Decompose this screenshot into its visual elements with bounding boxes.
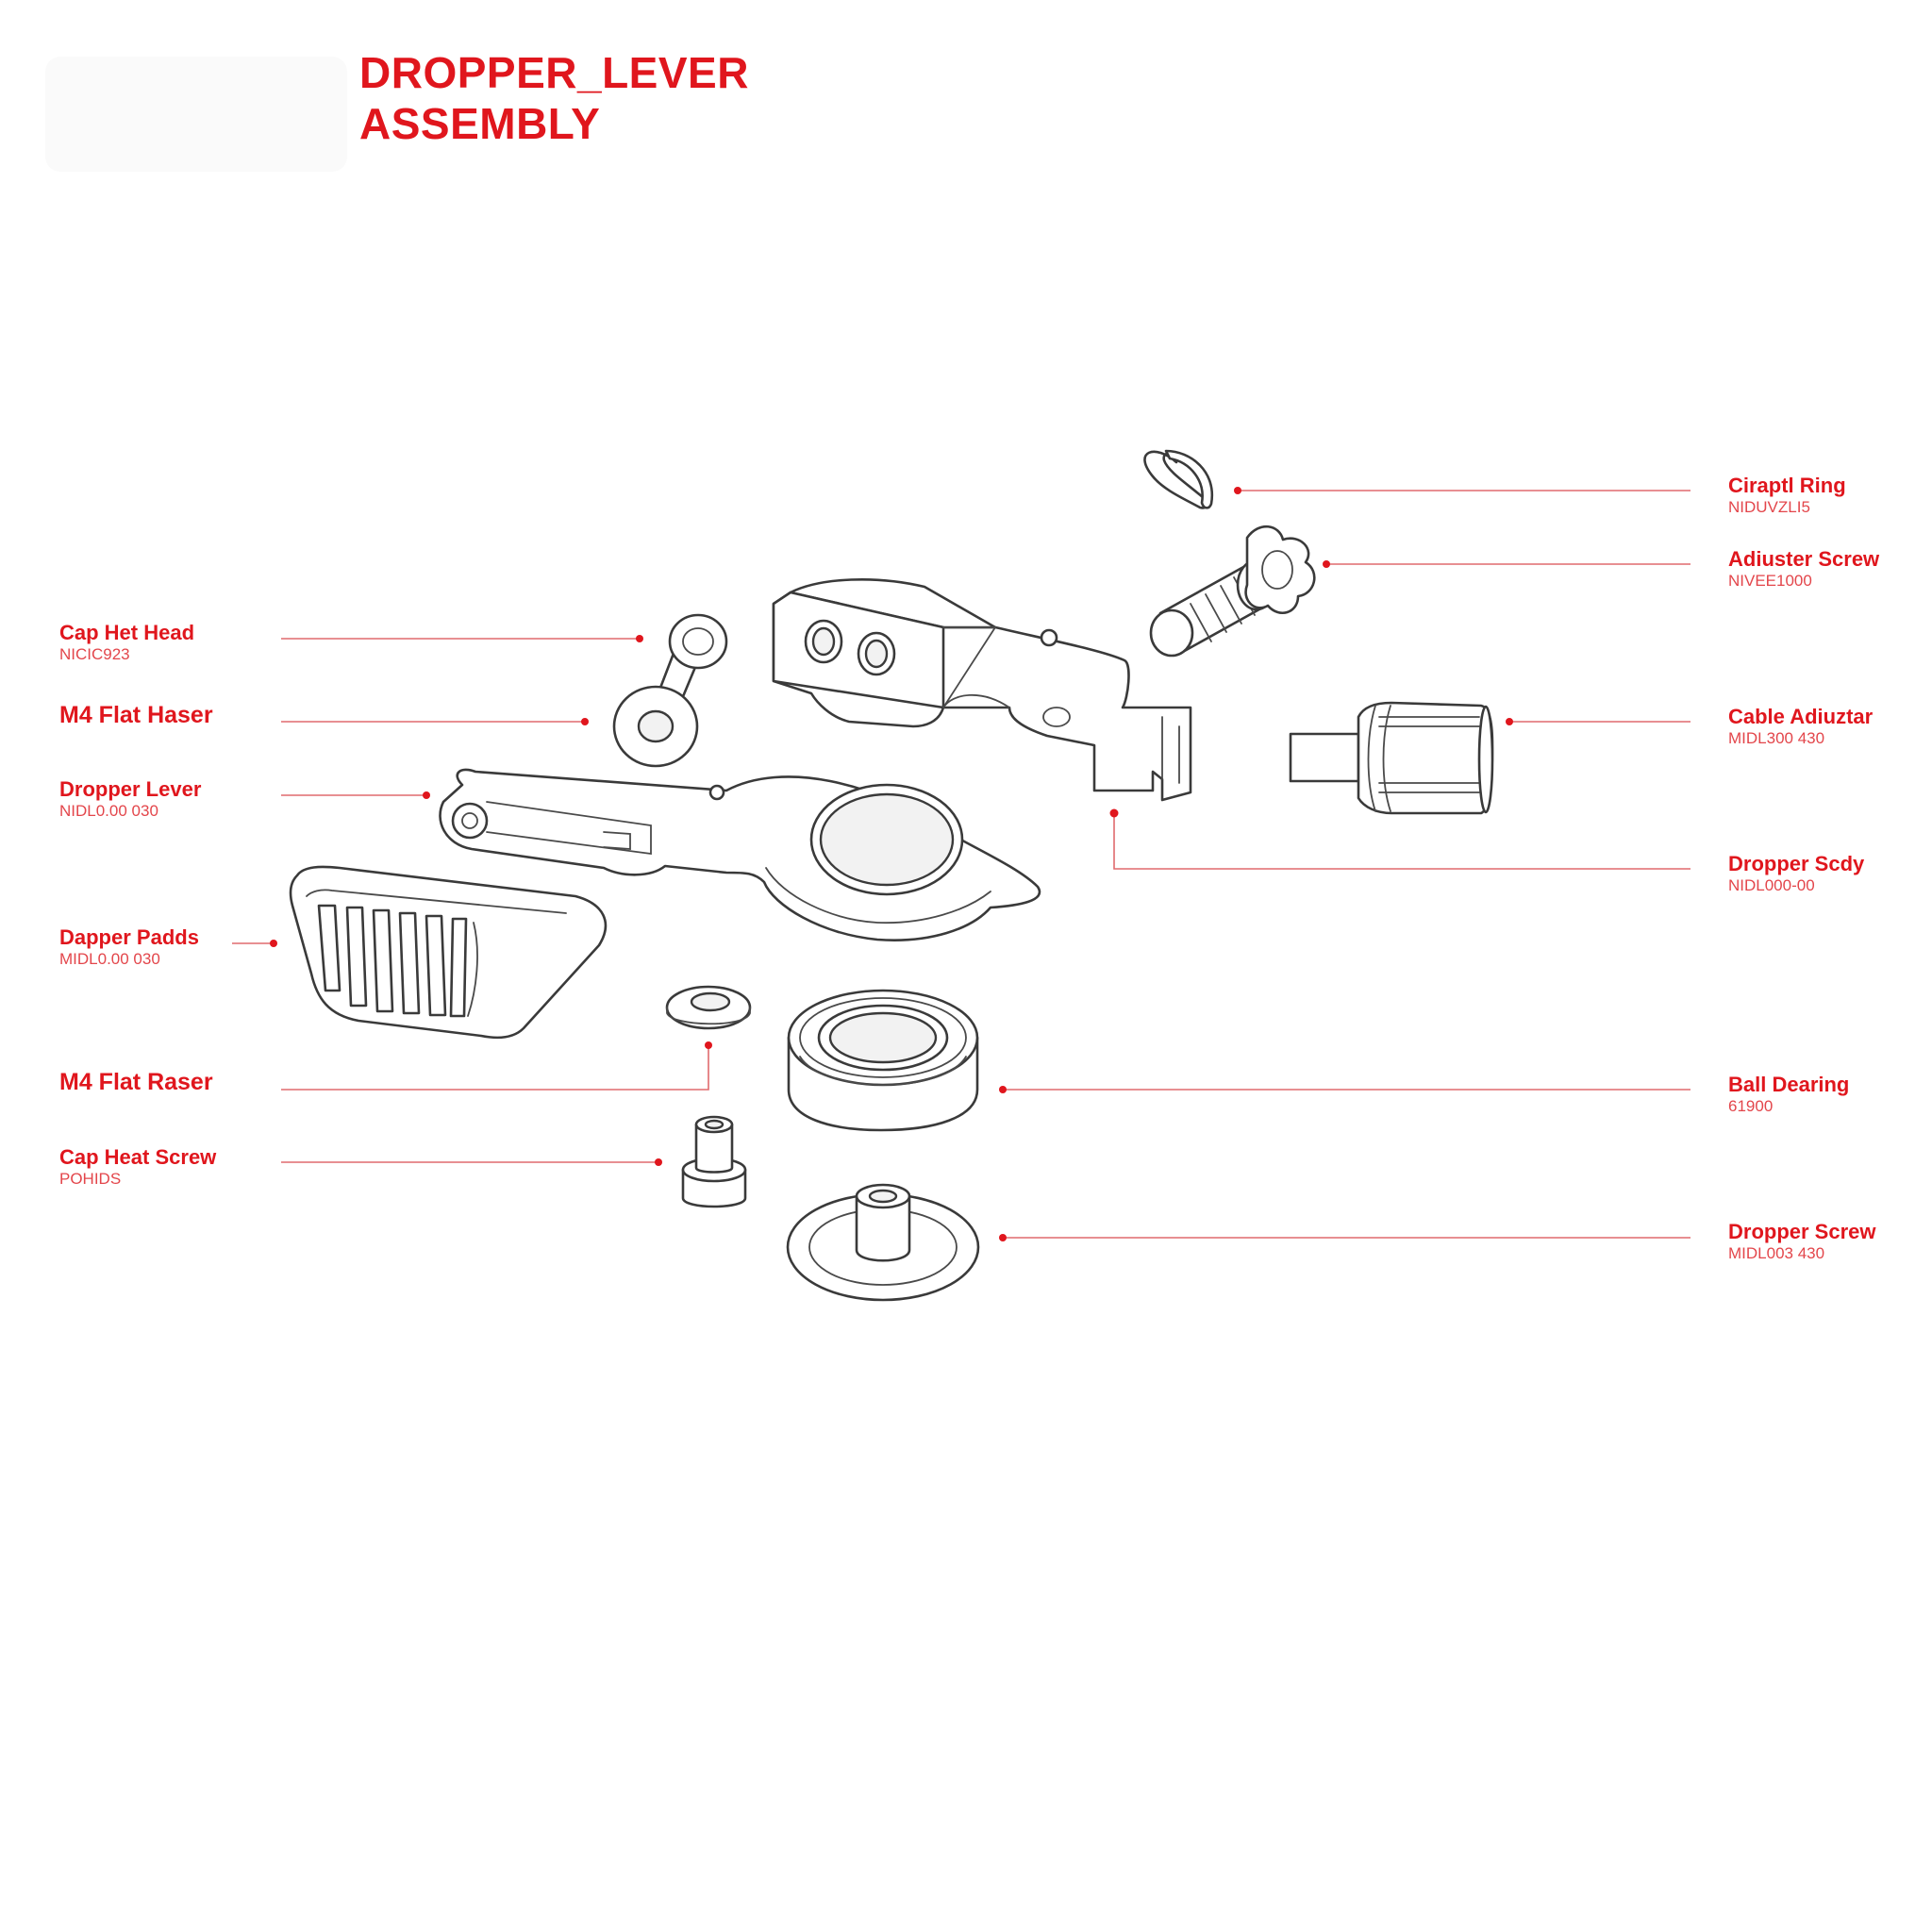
cable-adjuster-part	[1289, 701, 1494, 815]
dot-ball-bearing	[999, 1086, 1007, 1093]
title-line-1: DROPPER_LEVER	[359, 48, 749, 97]
dot-dropper-lever	[423, 791, 430, 799]
callout-part-number: NIDUVZLI5	[1728, 498, 1810, 516]
callout-name: Cap Het Head	[59, 621, 195, 644]
callout-dropper-screw: Dropper Screw MIDL003 430	[1728, 1220, 1876, 1263]
callout-name: Dropper Screw	[1728, 1220, 1876, 1243]
callout-name: M4 Flat Raser	[59, 1069, 213, 1095]
callout-name: Cable Adiuztar	[1728, 705, 1874, 728]
callout-dropper-body: Dropper Scdy NIDL000-00	[1728, 852, 1864, 895]
callout-cap-head-top: Cap Het Head NICIC923	[59, 621, 194, 664]
circlip-ring-part	[1143, 449, 1214, 509]
dot-flat-washer-top	[581, 718, 589, 725]
callout-ball-bearing: Ball Dearing 61900	[1728, 1073, 1849, 1116]
callout-flat-washer-top: M4 Flat Haser	[59, 703, 213, 727]
leader-dots	[270, 487, 1513, 1241]
callout-part-number: NIDL0.00 030	[59, 802, 158, 820]
dot-dropper-paddle	[270, 940, 277, 947]
cap-head-top-part	[612, 613, 728, 768]
ball-bearing-part	[787, 989, 979, 1132]
callout-dropper-paddle: Dapper Padds MIDL0.00 030	[59, 925, 199, 969]
callout-name: Ball Dearing	[1728, 1073, 1850, 1096]
callout-name: Cap Heat Screw	[59, 1145, 217, 1169]
cap-head-screw-part	[681, 1115, 747, 1208]
flat-washer-bottom-part	[665, 985, 752, 1030]
callout-name: Adiuster Screw	[1728, 547, 1880, 571]
callout-part-number: NICIC923	[59, 645, 130, 663]
callout-name: M4 Flat Haser	[59, 702, 213, 728]
title-line-2: ASSEMBLY	[359, 99, 601, 148]
callout-part-number: 61900	[1728, 1097, 1774, 1115]
dot-cap-head-top	[636, 635, 643, 642]
dropper-paddle-part	[289, 865, 608, 1040]
callout-circlip-ring: Ciraptl Ring NIDUVZLI5	[1728, 474, 1846, 517]
callout-part-number: MIDL300 430	[1728, 729, 1825, 747]
callout-cap-head-screw: Cap Heat Screw POHIDS	[59, 1145, 216, 1189]
callout-part-number: MIDL003 430	[1728, 1244, 1825, 1262]
callout-part-number: NIDL000-00	[1728, 876, 1815, 894]
dot-adjuster-screw	[1323, 560, 1330, 568]
dot-dropper-body	[1109, 808, 1119, 818]
adjuster-screw-part	[1149, 525, 1316, 658]
leader-flat-washer-bottom	[281, 1045, 709, 1091]
callout-name: Dapper Padds	[59, 925, 199, 949]
dot-cap-head-screw	[655, 1158, 662, 1166]
dot-flat-washer-bottom	[705, 1041, 712, 1049]
dot-circlip-ring	[1234, 487, 1241, 494]
diagram-title: DROPPER_LEVER ASSEMBLY	[359, 47, 749, 149]
callout-name: Dropper Scdy	[1728, 852, 1865, 875]
callout-part-number: NIVEE1000	[1728, 572, 1812, 590]
dropper-screw-part	[786, 1183, 980, 1302]
leader-lines	[232, 490, 1690, 1239]
callout-name: Dropper Lever	[59, 777, 202, 801]
callout-flat-washer-bottom: M4 Flat Raser	[59, 1070, 213, 1094]
dropper-lever-part	[439, 768, 1041, 941]
dot-cable-adjuster	[1506, 718, 1513, 725]
dot-dropper-screw	[999, 1234, 1007, 1241]
callout-part-number: MIDL0.00 030	[59, 950, 160, 968]
callout-part-number: POHIDS	[59, 1170, 122, 1188]
logo-placeholder	[45, 57, 347, 172]
dropper-body-part	[772, 578, 1192, 802]
callout-dropper-lever: Dropper Lever NIDL0.00 030	[59, 777, 201, 821]
leader-dropper-body	[1113, 813, 1690, 870]
callout-name: Ciraptl Ring	[1728, 474, 1846, 497]
callout-adjuster-screw: Adiuster Screw NIVEE1000	[1728, 547, 1879, 591]
callout-cable-adjuster: Cable Adiuztar MIDL300 430	[1728, 705, 1873, 748]
